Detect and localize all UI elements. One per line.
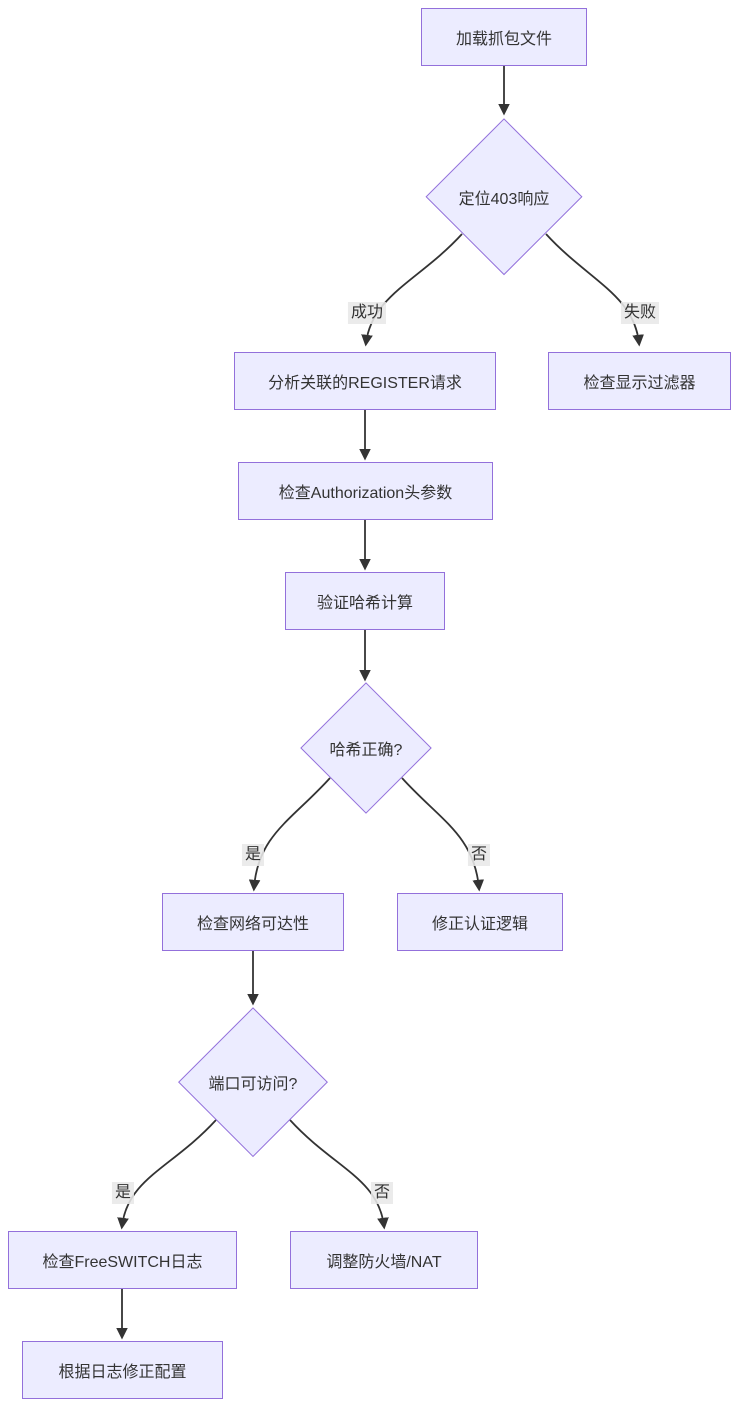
edge-label-success: 成功 [347,302,387,324]
edge-hashcorrect-no [401,777,485,892]
node-check-display-filter-label: 检查显示过滤器 [583,375,696,392]
node-hash-correct: 哈希正确? [300,682,432,814]
node-check-freeswitch-logs: 检查FreeSWITCH日志 [8,1231,237,1289]
node-check-network-reachability-label: 检查网络可达性 [196,916,309,933]
node-fix-auth-logic: 修正认证逻辑 [397,893,563,951]
node-hash-correct-label: 哈希正确? [329,742,403,759]
edge-label-fail: 失败 [620,302,660,324]
node-port-accessible-label: 端口可访问? [208,1076,298,1093]
node-analyze-register-label: 分析关联的REGISTER请求 [268,375,462,392]
node-load-capture-label: 加载抓包文件 [455,31,552,48]
node-fix-auth-logic-label: 修正认证逻辑 [431,916,528,933]
node-check-authorization-header-label: 检查Authorization头参数 [278,485,453,502]
edge-locate403-success [361,233,463,347]
edge-port-yes [117,1119,217,1230]
edge-locate403-fail [545,233,644,347]
node-port-accessible: 端口可访问? [178,1007,328,1157]
node-fix-config-per-logs-label: 根据日志修正配置 [58,1364,187,1381]
edge-label-hash-no: 否 [467,844,491,866]
node-verify-hash: 验证哈希计算 [285,572,445,630]
node-check-display-filter: 检查显示过滤器 [548,352,731,410]
edge-label-port-no: 否 [370,1182,394,1204]
node-analyze-register: 分析关联的REGISTER请求 [234,352,496,410]
node-load-capture: 加载抓包文件 [421,8,587,66]
node-check-authorization-header: 检查Authorization头参数 [238,462,493,520]
node-locate-403: 定位403响应 [425,118,583,276]
node-fix-config-per-logs: 根据日志修正配置 [22,1341,223,1399]
edge-label-hash-yes: 是 [241,844,265,866]
node-check-freeswitch-logs-label: 检查FreeSWITCH日志 [42,1254,203,1271]
node-adjust-firewall-nat-label: 调整防火墙/NAT [326,1254,442,1271]
edge-port-no [289,1119,389,1230]
node-adjust-firewall-nat: 调整防火墙/NAT [290,1231,478,1289]
node-verify-hash-label: 验证哈希计算 [316,595,413,612]
edge-hashcorrect-yes [248,777,331,892]
node-locate-403-label: 定位403响应 [458,191,550,208]
node-check-network-reachability: 检查网络可达性 [162,893,344,951]
edge-label-port-yes: 是 [111,1182,135,1204]
